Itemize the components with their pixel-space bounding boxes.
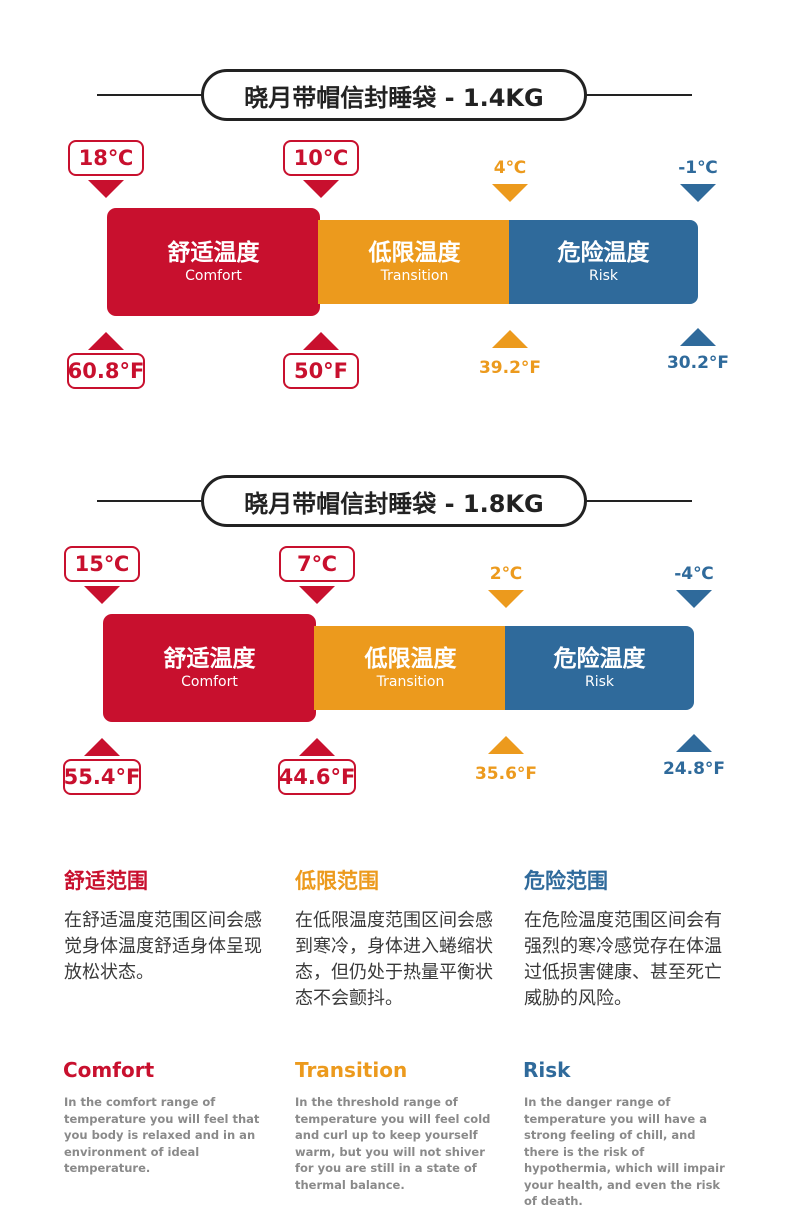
comfort-celsius-tag: 15℃ <box>64 546 140 582</box>
risk-fahrenheit-label: 39.2°F <box>478 358 542 378</box>
comfort-en-heading: Comfort <box>63 1058 155 1082</box>
transition-up-arrow-icon <box>303 332 339 350</box>
transition-segment: 低限温度 Transition <box>318 220 511 304</box>
extreme-fahrenheit-label: 30.2°F <box>666 353 730 373</box>
transition-segment: 低限温度 Transition <box>314 626 507 710</box>
extreme-down-arrow-icon <box>676 590 712 608</box>
comfort-fahrenheit-tag: 55.4°F <box>63 759 141 795</box>
chart-title: 晓月带帽信封睡袋 - 1.8KG <box>201 475 587 527</box>
comfort-down-arrow-icon <box>84 586 120 604</box>
comfort-down-arrow-icon <box>88 180 124 198</box>
transition-cn-label: 低限温度 <box>364 646 457 672</box>
transition-fahrenheit-tag: 44.6°F <box>278 759 356 795</box>
risk-cn-label: 危险温度 <box>557 240 650 266</box>
transition-celsius-tag: 10℃ <box>283 140 359 176</box>
comfort-fahrenheit-tag: 60.8°F <box>67 353 145 389</box>
transition-en-heading: Transition <box>295 1058 408 1082</box>
extreme-up-arrow-icon <box>680 328 716 346</box>
risk-celsius-label: 2℃ <box>489 564 523 584</box>
extreme-celsius-label: -4℃ <box>674 564 714 584</box>
risk-segment: 危险温度 Risk <box>509 220 698 304</box>
risk-cn-description: 在危险温度范围区间会有强烈的寒冷感觉存在体温过低损害健康、甚至死亡威胁的风险。 <box>524 910 722 1009</box>
risk-up-arrow-icon <box>488 736 524 754</box>
comfort-en-label: Comfort <box>181 674 238 690</box>
comfort-cn-description: 在舒适温度范围区间会感觉身体温度舒适身体呈现放松状态。 <box>64 910 262 983</box>
transition-up-arrow-icon <box>299 738 335 756</box>
comfort-up-arrow-icon <box>88 332 124 350</box>
transition-en-label: Transition <box>376 674 445 690</box>
extreme-down-arrow-icon <box>680 184 716 202</box>
risk-celsius-label: 4℃ <box>493 158 527 178</box>
transition-down-arrow-icon <box>299 586 335 604</box>
transition-cn-label: 低限温度 <box>368 240 461 266</box>
risk-en-label: Risk <box>584 674 615 690</box>
extreme-celsius-label: -1℃ <box>678 158 718 178</box>
comfort-cn-heading: 舒适范围 <box>64 869 148 893</box>
transition-down-arrow-icon <box>303 180 339 198</box>
comfort-en-label: Comfort <box>185 268 242 284</box>
risk-down-arrow-icon <box>488 590 524 608</box>
comfort-segment: 舒适温度 Comfort <box>107 208 320 316</box>
comfort-segment: 舒适温度 Comfort <box>103 614 316 722</box>
risk-up-arrow-icon <box>492 330 528 348</box>
comfort-cn-label: 舒适温度 <box>163 646 256 672</box>
transition-fahrenheit-tag: 50°F <box>283 353 359 389</box>
chart-title: 晓月带帽信封睡袋 - 1.4KG <box>201 69 587 121</box>
comfort-celsius-tag: 18℃ <box>68 140 144 176</box>
transition-cn-heading: 低限范围 <box>295 869 379 893</box>
risk-en-heading: Risk <box>523 1058 571 1082</box>
risk-cn-heading: 危险范围 <box>524 869 608 893</box>
comfort-en-description: In the comfort range of temperature you … <box>64 1095 260 1175</box>
comfort-cn-label: 舒适温度 <box>167 240 260 266</box>
risk-down-arrow-icon <box>492 184 528 202</box>
risk-fahrenheit-label: 35.6°F <box>474 764 538 784</box>
extreme-up-arrow-icon <box>676 734 712 752</box>
comfort-up-arrow-icon <box>84 738 120 756</box>
transition-celsius-tag: 7℃ <box>279 546 355 582</box>
risk-segment: 危险温度 Risk <box>505 626 694 710</box>
risk-cn-label: 危险温度 <box>553 646 646 672</box>
risk-en-label: Risk <box>588 268 619 284</box>
extreme-fahrenheit-label: 24.8°F <box>662 759 726 779</box>
risk-en-description: In the danger range of temperature you w… <box>524 1095 725 1208</box>
transition-cn-description: 在低限温度范围区间会感到寒冷，身体进入蜷缩状态，但仍处于热量平衡状态不会颤抖。 <box>295 910 493 1009</box>
transition-en-description: In the threshold range of temperature yo… <box>295 1095 491 1192</box>
transition-en-label: Transition <box>380 268 449 284</box>
